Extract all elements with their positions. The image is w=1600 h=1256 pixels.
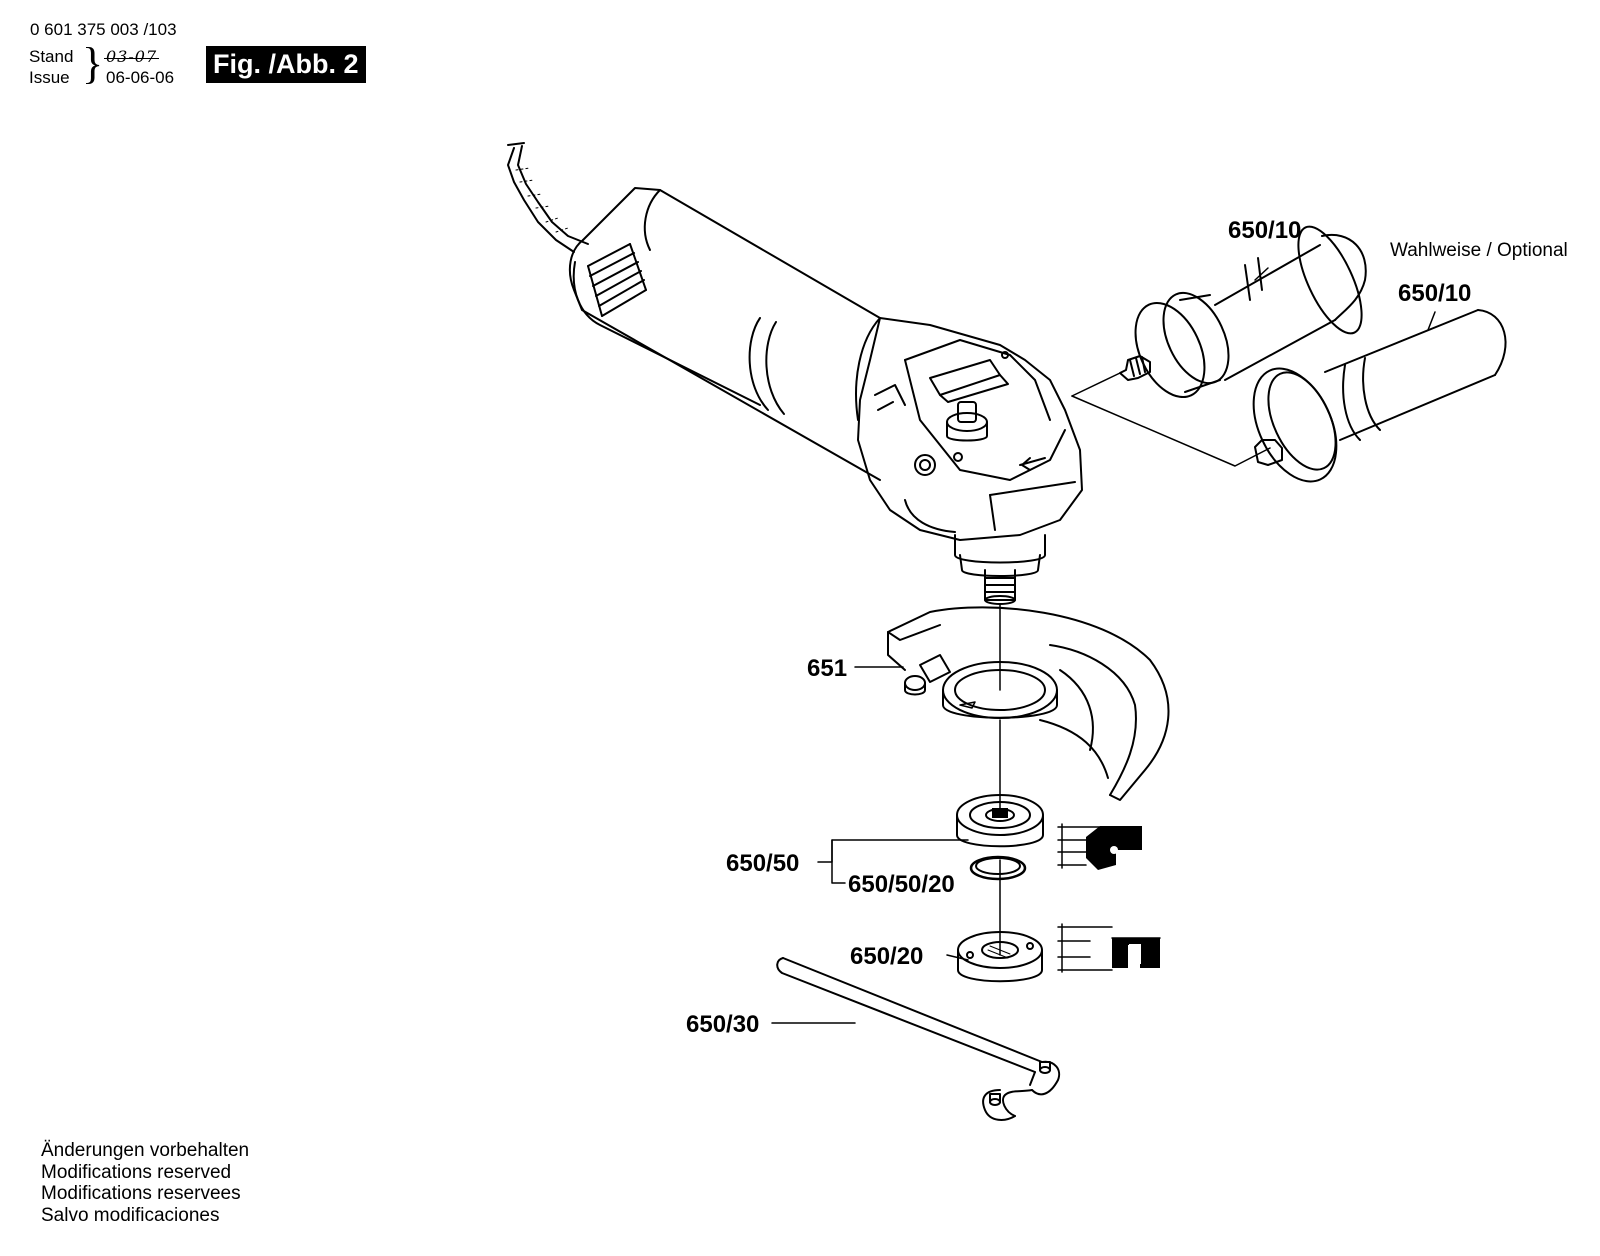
callout-spanner: 650/30 [686,1011,759,1038]
notice-line-es: Salvo modificaciones [41,1204,220,1226]
notice-line-en: Modifications reserved [41,1161,232,1183]
brace-glyph: } [82,39,104,88]
modifications-notice: Änderungen vorbehalten Modifications res… [41,1140,249,1226]
callout-o-ring: 650/50/20 [848,871,955,898]
o-ring [969,855,1027,881]
stand-label: Stand [29,47,74,66]
optional-note: Wahlweise / Optional [1390,240,1568,261]
motor-housing [568,187,881,481]
leader-lines [771,267,1436,1024]
issue-label: Issue [29,68,70,87]
notice-line-de: Änderungen vorbehalten [41,1140,250,1161]
nut-section-icon [1057,923,1161,973]
figure-label: Fig. /Abb. 2 [206,46,366,83]
power-cord [507,142,589,253]
callout-guard: 651 [807,655,847,682]
stand-date: 03-07 [103,47,160,66]
callout-clamp-nut: 650/20 [850,943,923,970]
notice-line-fr: Modifications reservees [41,1183,241,1204]
two-pin-spanner [776,957,1061,1121]
side-handle-b [1252,309,1507,483]
wheel-guard [887,606,1170,801]
flange-section-icon [1057,823,1142,870]
callout-handle-b: 650/10 [1398,280,1471,307]
inner-flange [956,794,1044,848]
clamp-nut [957,931,1043,983]
issue-date: 06-06-06 [106,68,175,87]
side-handle-a [1119,225,1367,399]
callout-handle-a: 650/10 [1228,217,1301,244]
part-number: 0 601 375 003 /103 [30,20,177,39]
assembly-axis-lines [999,372,1271,956]
spindle [954,534,1046,605]
gear-head [855,317,1083,541]
vent-slots [587,243,647,317]
callout-flange: 650/50 [726,850,799,877]
